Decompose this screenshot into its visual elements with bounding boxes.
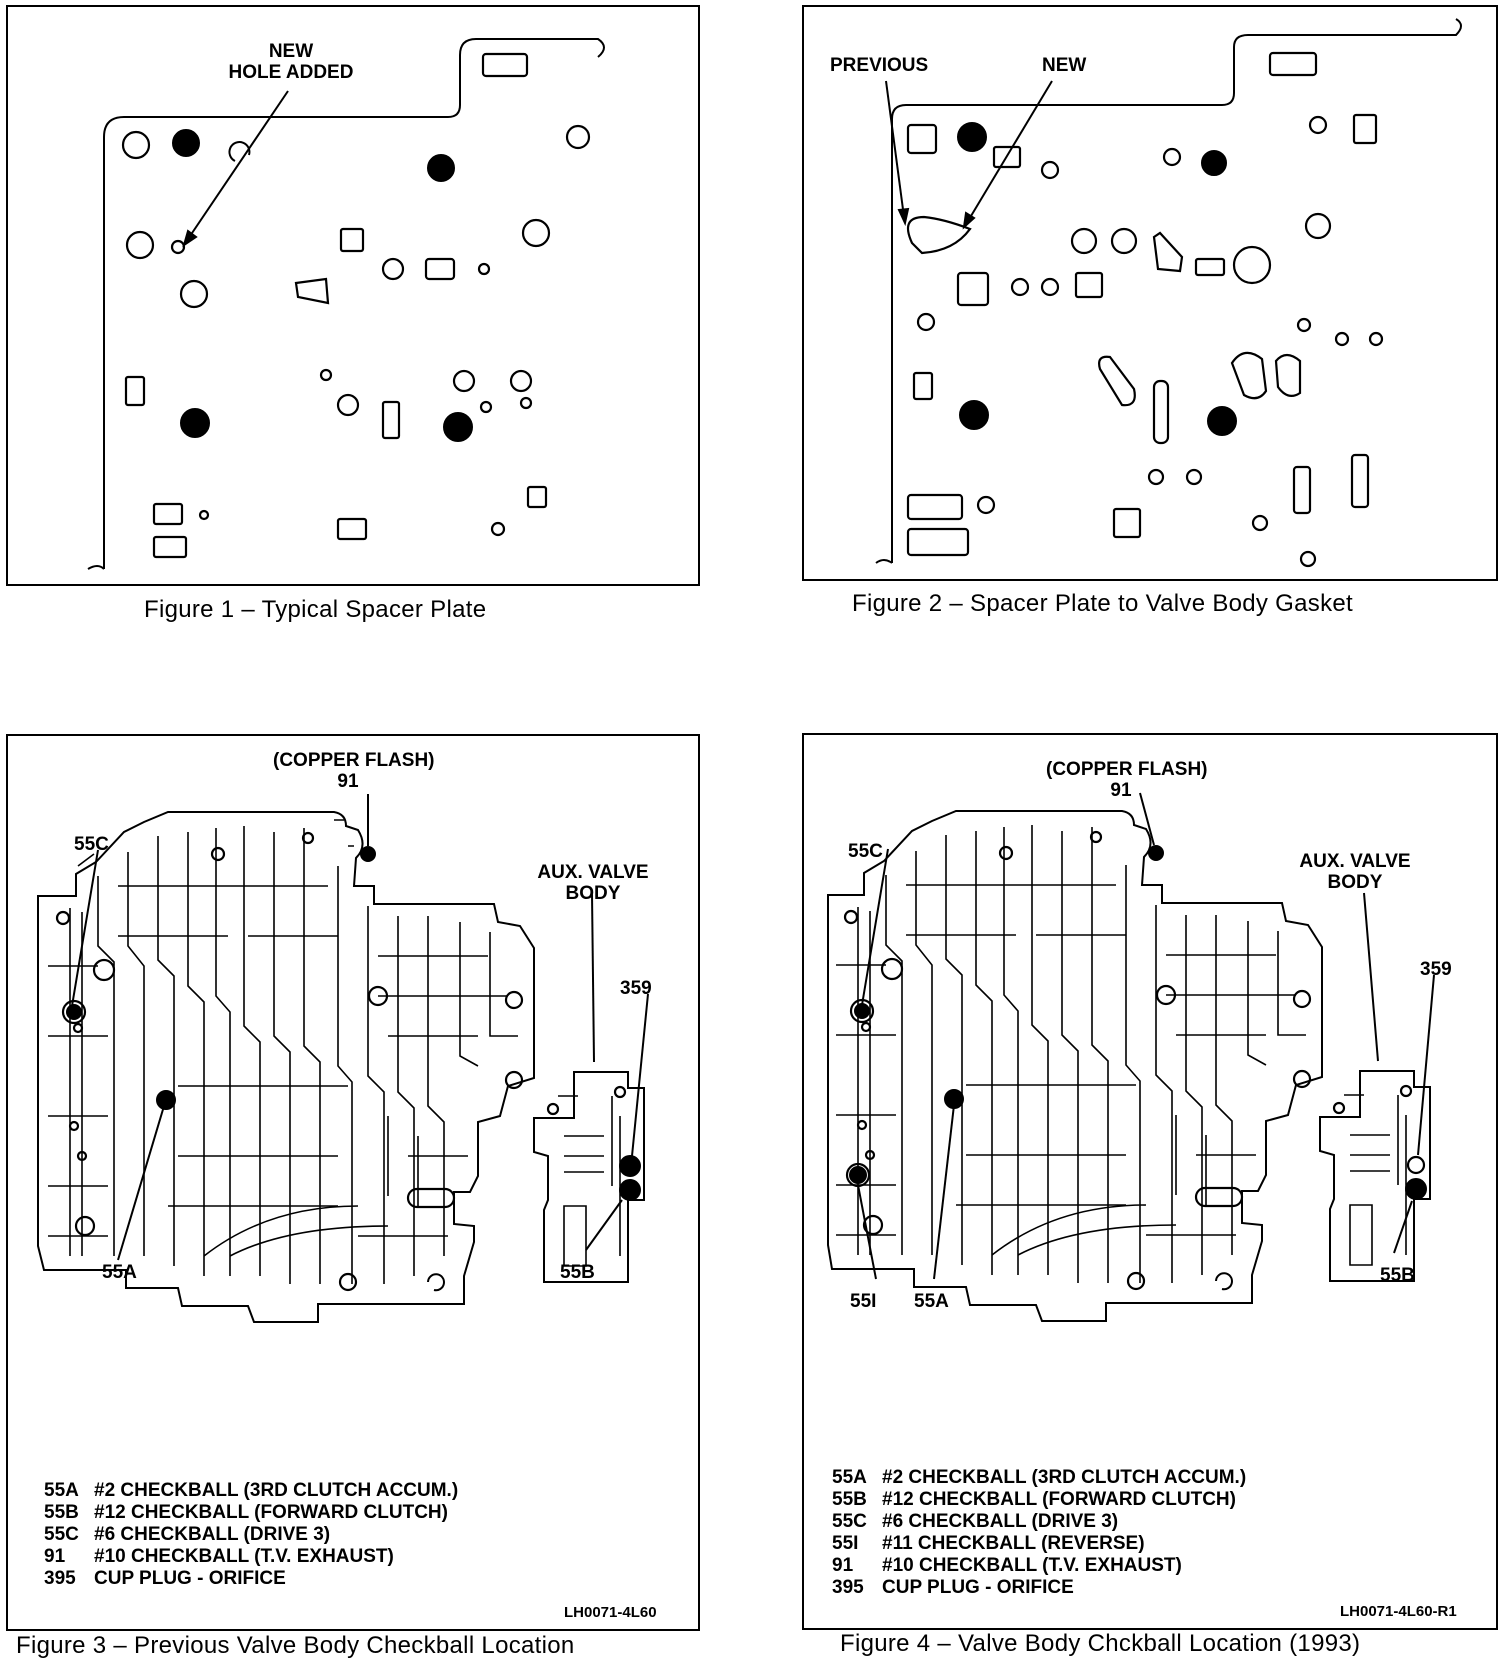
previous-callout: PREVIOUS [830,55,929,76]
figure-4-frame: (COPPER FLASH) 91 AUX. VALVE BODY 55C 35… [802,733,1498,1630]
label-91: 91 [337,771,359,792]
copper-flash-text: (COPPER FLASH) [273,750,435,771]
aux-valve-body-line1: AUX. VALVE [1299,851,1411,872]
figure-1-caption: Figure 1 – Typical Spacer Plate [144,596,487,623]
figure-1-frame: NEW HOLE ADDED [6,5,700,586]
aux-valve-body-line1: AUX. VALVE [537,862,649,883]
legend-row: 91#10 CHECKBALL (T.V. EXHAUST) [44,1546,394,1567]
label-55i: 55I [850,1291,877,1312]
figure-2-caption: Figure 2 – Spacer Plate to Valve Body Ga… [852,590,1354,617]
part-number: LH0071-4L60-R1 [1340,1603,1457,1620]
aux-valve-body-line2: BODY [565,883,621,904]
label-55a: 55A [102,1262,137,1283]
checkball-legend: 55A#2 CHECKBALL (3RD CLUTCH ACCUM.) 55B#… [44,1480,458,1590]
checkball-legend: 55A#2 CHECKBALL (3RD CLUTCH ACCUM.) 55B#… [832,1467,1246,1599]
legend-row: 91#10 CHECKBALL (T.V. EXHAUST) [832,1555,1182,1576]
copper-flash-91-label: (COPPER FLASH) 91 [1046,759,1208,801]
label-55c: 55C [74,834,109,855]
new-hole-callout: NEW HOLE ADDED [216,41,366,83]
label-55b: 55B [560,1262,595,1283]
spacer-plate-drawing [87,38,605,570]
figure-3-caption: Figure 3 – Previous Valve Body Checkball… [16,1632,575,1659]
label-55b: 55B [1380,1265,1415,1286]
label-55c: 55C [848,841,883,862]
copper-flash-91-label: (COPPER FLASH) 91 [273,750,435,792]
label-359: 359 [1420,959,1452,980]
legend-row: 55C#6 CHECKBALL (DRIVE 3) [832,1511,1119,1532]
copper-flash-text: (COPPER FLASH) [1046,759,1208,780]
legend-row: 55A#2 CHECKBALL (3RD CLUTCH ACCUM.) [44,1480,459,1501]
aux-valve-body-line2: BODY [1327,872,1383,893]
valve-body-drawing-previous [37,794,649,1323]
part-number: LH0071-4L60 [564,1604,657,1621]
label-55a: 55A [914,1291,949,1312]
figure-3-frame: (COPPER FLASH) 91 AUX. VALVE BODY 55C 35… [6,734,700,1631]
aux-valve-body-label: AUX. VALVE BODY [528,862,658,904]
new-callout: NEW [1042,55,1087,76]
new-hole-callout-line1: NEW [268,41,314,62]
aux-valve-body-label: AUX. VALVE BODY [1290,851,1420,893]
gasket-drawing [875,18,1462,568]
label-91: 91 [1110,780,1132,801]
legend-row: 55C#6 CHECKBALL (DRIVE 3) [44,1524,331,1545]
legend-row: 55I#11 CHECKBALL (REVERSE) [832,1533,1145,1554]
valve-body-drawing-1993 [827,792,1435,1322]
legend-row: 55B#12 CHECKBALL (FORWARD CLUTCH) [832,1489,1236,1510]
figure-2-frame: PREVIOUS NEW [802,5,1498,581]
legend-row: 55A#2 CHECKBALL (3RD CLUTCH ACCUM.) [832,1467,1247,1488]
new-hole-callout-line2: HOLE ADDED [228,62,354,83]
legend-row: 55B#12 CHECKBALL (FORWARD CLUTCH) [44,1502,448,1523]
label-359: 359 [620,978,652,999]
figure-4-caption: Figure 4 – Valve Body Chckball Location … [840,1630,1361,1657]
